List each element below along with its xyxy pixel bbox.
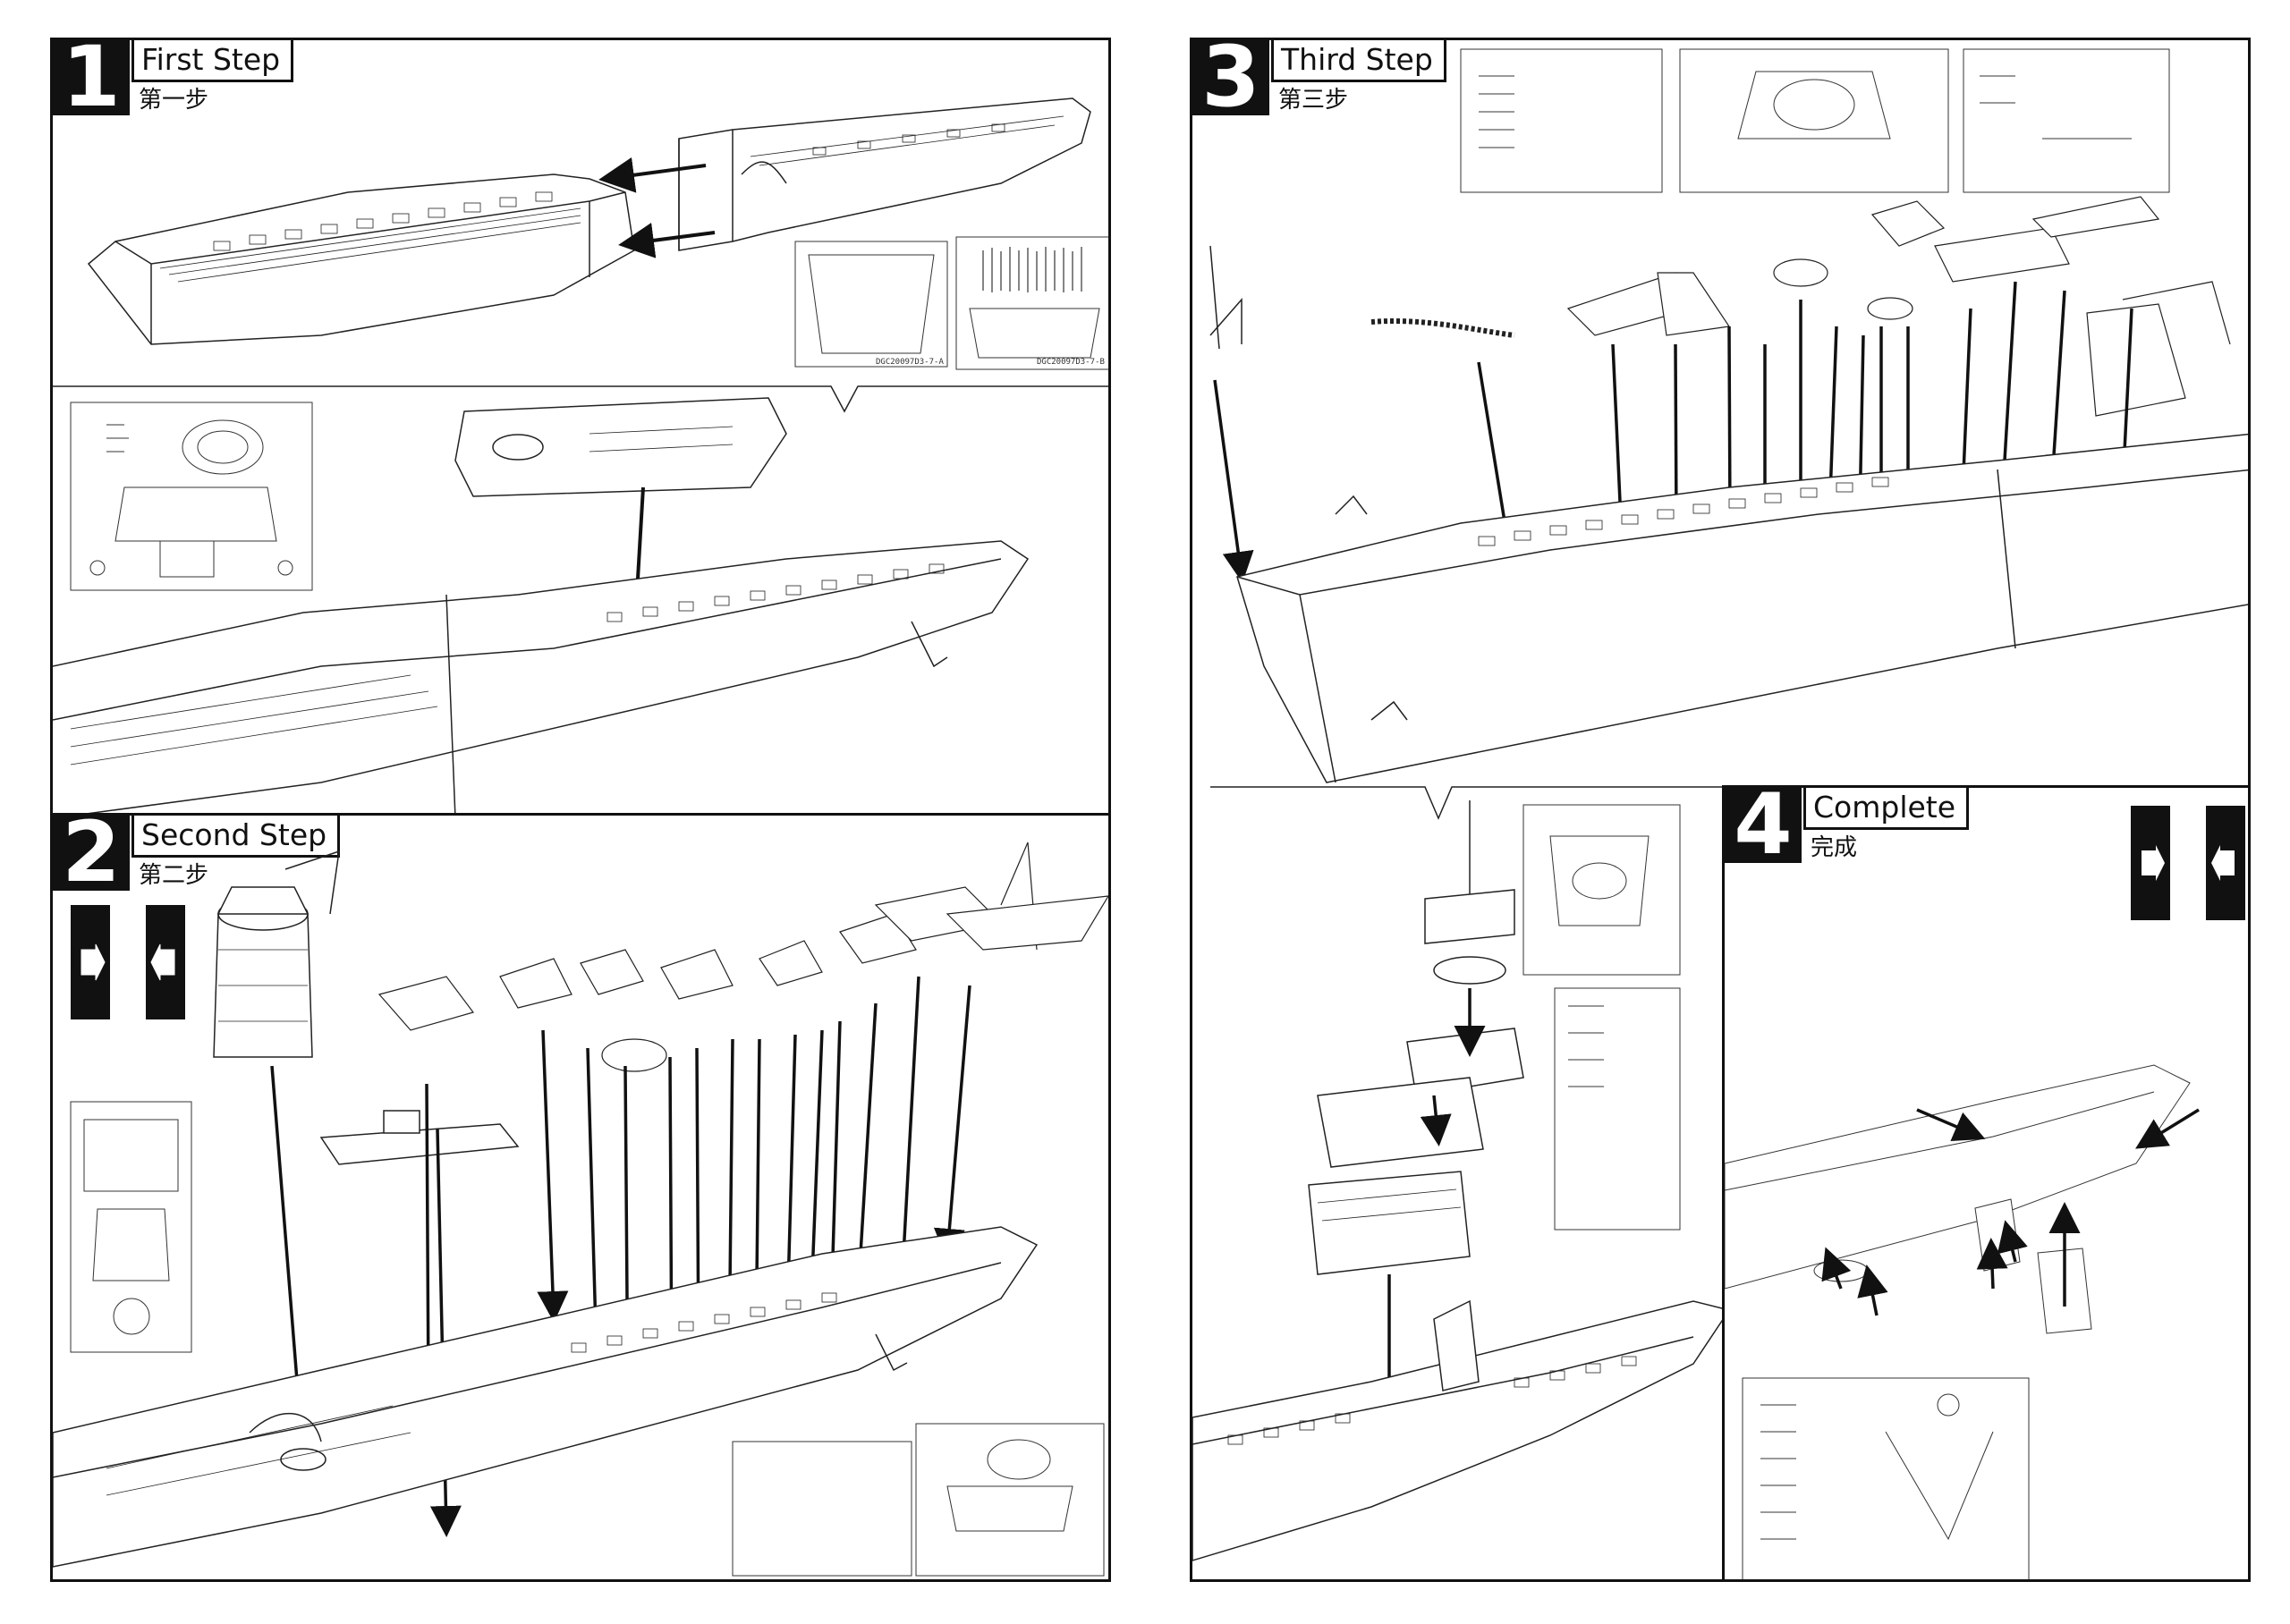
step-2-number: 2 (53, 816, 130, 895)
assembly-arrow (598, 156, 707, 193)
step-1-number: 1 (53, 40, 130, 120)
step-1-illustration: DGC20097D3-7-A DGC20097D3-7-B (53, 97, 1108, 813)
assembly-arrow (618, 223, 716, 258)
boom-part (319, 1110, 520, 1165)
main-hull (53, 540, 1030, 813)
section-divider (1210, 786, 2248, 820)
step-2-title: Second Step (131, 816, 341, 858)
deck-fittings-parts (377, 842, 1108, 1072)
anchor-part (1335, 495, 1408, 721)
sheet-code-a: DGC20097D3-7-A (876, 358, 944, 367)
mast-part (1209, 245, 1243, 350)
step-2-panel: 2 Second Step 第二步 (50, 813, 1111, 1582)
step-3-subtitle: 第三步 (1278, 87, 1349, 114)
main-hull (53, 1226, 1039, 1568)
step-3-panel: 3 Third Step 第三步 (1190, 38, 2251, 1582)
superstructure-part (454, 397, 787, 497)
step-1-panel: 1 First Step 第一步 (50, 38, 1111, 816)
step-1-title: First Step (131, 40, 294, 82)
section-divider (53, 385, 1108, 413)
parts-sprue-sheet (1742, 1377, 2030, 1579)
bridge-tower-part (1308, 800, 1524, 1275)
step-4-title: Complete (1803, 788, 1970, 830)
hull-underside (1725, 1064, 2191, 1334)
step-4-subtitle: 完成 (1811, 834, 1858, 861)
parts-sprue-sheet (1460, 48, 2170, 193)
anchor-chain-part (1370, 318, 1515, 338)
step-3-number: 3 (1192, 40, 1269, 120)
step-1-subtitle: 第一步 (139, 87, 209, 114)
main-hull (1236, 433, 2248, 783)
step-4-number: 4 (1725, 788, 1802, 867)
main-hull (1192, 1299, 1731, 1561)
assembly-arrows (1821, 1108, 2200, 1316)
parts-sprue-sheet (70, 402, 313, 591)
step-2-illustration (53, 842, 1108, 1577)
funnel-part (213, 850, 340, 1058)
step-4-panel: 4 Complete 完成 (1722, 785, 2248, 1579)
step-3-title: Third Step (1271, 40, 1446, 82)
step-3-illustration (1192, 48, 2248, 1561)
parts-sprue-sheet (732, 1423, 1105, 1577)
hull-cross-section-detail (794, 236, 1108, 370)
hull-forward-section (87, 173, 635, 345)
step-4-illustration (1725, 806, 2245, 1579)
hull-aft-section (678, 97, 1091, 251)
step-2-subtitle: 第二步 (139, 862, 209, 889)
parts-sprue-sheet (1522, 804, 1681, 1231)
mirror-symmetry-icon (2131, 806, 2245, 920)
parts-sprue-sheet (70, 1101, 192, 1353)
superstructure-parts (1566, 196, 2231, 417)
sheet-code-b: DGC20097D3-7-B (1037, 358, 1105, 367)
mirror-symmetry-icon (71, 905, 185, 1019)
